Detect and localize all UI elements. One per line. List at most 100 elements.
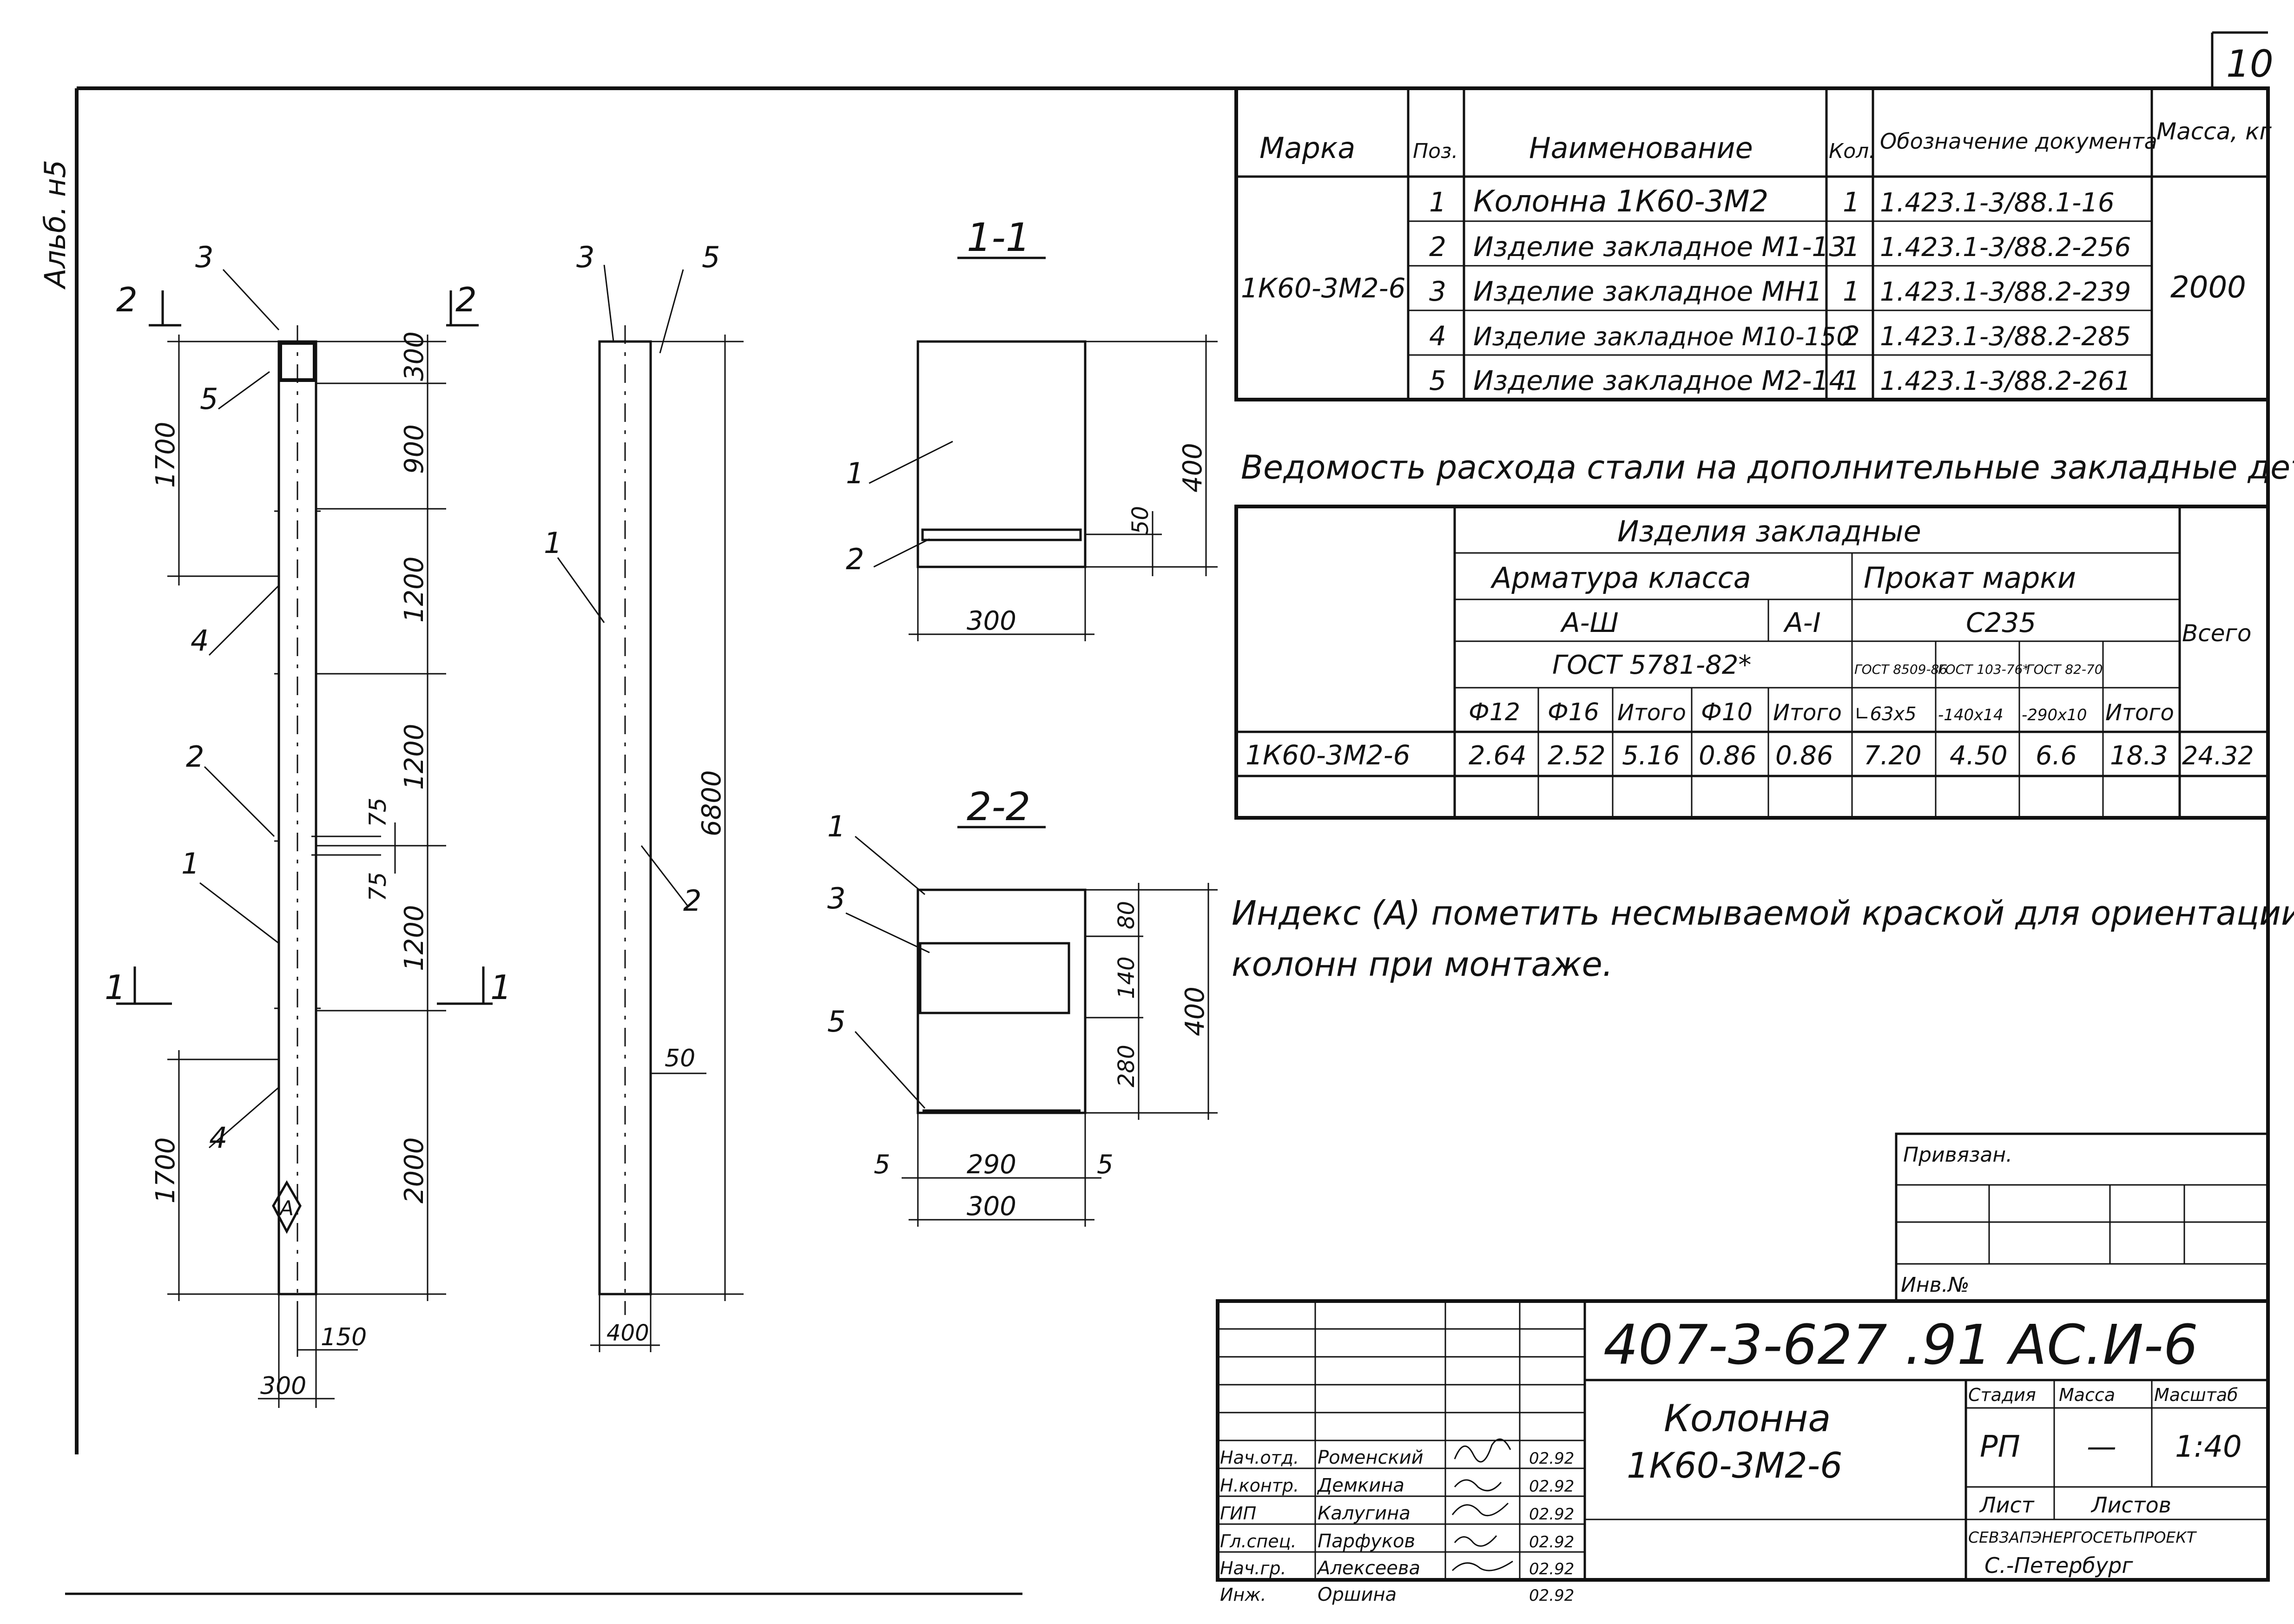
signature-5 <box>1451 1560 1513 1571</box>
spec-row-name: Изделие закладное МН1 <box>1473 276 1822 307</box>
spec-table <box>1234 86 2270 401</box>
section-1-label-left: 1 <box>105 968 126 1007</box>
dim-2000: 2000 <box>399 1137 429 1203</box>
spec-row-pos: 5 <box>1429 365 1446 396</box>
signer-date: 02.92 <box>1529 1449 1574 1468</box>
signature-1 <box>1454 1438 1511 1463</box>
side-callout-1: 1 <box>544 526 562 560</box>
signer-name: Парфуков <box>1318 1531 1415 1552</box>
drawing-title-line-1: Колонна <box>1664 1397 1831 1440</box>
signer-date: 02.92 <box>1529 1586 1574 1605</box>
steel-col-header: Итого <box>1617 700 1686 726</box>
signature-2 <box>1454 1479 1502 1492</box>
binding-block <box>1895 1132 2269 1302</box>
mass-value: — <box>2087 1430 2116 1464</box>
dim-width-300: 300 <box>260 1372 306 1400</box>
s22-dim-280: 280 <box>1114 1045 1140 1087</box>
steel-total-header: Всего <box>2182 620 2251 647</box>
spec-header-mark: Марка <box>1259 131 1355 165</box>
drawing-title-line-2: 1К60-3М2-6 <box>1627 1445 1843 1486</box>
section-1-1-title: 1-1 <box>967 215 1030 260</box>
spec-row-qty: 1 <box>1843 276 1860 307</box>
sheets-label: Листов <box>2090 1493 2171 1518</box>
spec-header-doc: Обозначение документа <box>1880 129 2157 154</box>
signature-3 <box>1451 1502 1509 1517</box>
dim-300-top: 300 <box>399 331 429 381</box>
s11-dim-300: 300 <box>967 606 1016 636</box>
spec-row-pos: 4 <box>1429 320 1446 352</box>
s22-callout-1: 1 <box>827 809 845 843</box>
steel-gost-1: ГОСТ 8509-86 <box>1854 662 1947 677</box>
section-2-2-title: 2-2 <box>967 784 1030 829</box>
spec-row-pos: 2 <box>1429 231 1446 263</box>
steel-value: 7.20 <box>1864 741 1922 771</box>
signer-role: ГИП <box>1220 1503 1256 1524</box>
section-2-label-left: 2 <box>116 280 138 319</box>
side-callout-5: 5 <box>702 240 720 274</box>
org-name: СЕВЗАПЭНЕРГОСЕТЬПРОЕКТ <box>1968 1528 2197 1546</box>
steel-rebar-header: Арматура класса <box>1490 561 1751 595</box>
s22-dim-5-left: 5 <box>874 1150 890 1180</box>
org-city: С.-Петербург <box>1984 1553 2133 1578</box>
column-front-view <box>116 269 493 1408</box>
spec-row-doc: 1.423.1-3/88.1-16 <box>1880 188 2115 218</box>
steel-col-header: ∟63х5 <box>1854 704 1917 725</box>
signer-date: 02.92 <box>1529 1560 1574 1578</box>
steel-row-values: 2.64 2.52 5.16 0.86 0.86 7.20 4.50 6.6 1… <box>1469 741 2254 771</box>
signer-role: Инж. <box>1220 1585 1266 1605</box>
spec-row-pos: 1 <box>1429 186 1446 218</box>
spec-mark: 1К60-3М2-6 <box>1241 272 1406 304</box>
signer-role: Нач.отд. <box>1220 1447 1299 1468</box>
title-block <box>1216 1299 2270 1582</box>
s11-callout-1: 1 <box>846 456 864 490</box>
note-line-2: колонн при монтаже. <box>1232 945 1613 984</box>
dim-1200-b: 1200 <box>399 723 429 790</box>
steel-value: 4.50 <box>1950 741 2008 771</box>
spec-row-qty: 1 <box>1843 231 1860 263</box>
steel-value: 2.64 <box>1469 741 1527 771</box>
dim-half-150: 150 <box>321 1323 367 1351</box>
note-line-1: Индекс (А) пометить несмываемой краской … <box>1232 894 2294 933</box>
steel-value: 0.86 <box>1699 741 1757 771</box>
steel-col-header: Итого <box>1773 700 1842 726</box>
section-2-2 <box>845 826 1218 1227</box>
side-callout-2: 2 <box>683 884 701 918</box>
steel-group-header: Изделия закладные <box>1617 514 1921 548</box>
steel-col-header: Ф16 <box>1548 698 1599 726</box>
steel-col-headers: Ф12 Ф16 Итого Ф10 Итого ∟63х5 -140х14 -2… <box>1469 698 2174 726</box>
mass-header: Масса <box>2059 1385 2115 1405</box>
steel-rolled-header: Прокат марки <box>1864 561 2076 595</box>
dim-75-a: 75 <box>364 797 391 827</box>
s22-callout-5: 5 <box>827 1005 845 1039</box>
side-dim-400: 400 <box>606 1320 649 1346</box>
steel-gost-3: ГОСТ 82-70 <box>2026 662 2103 677</box>
signer-role: Н.контр. <box>1220 1475 1299 1496</box>
callout-2: 2 <box>186 740 204 774</box>
callout-5: 5 <box>200 382 218 416</box>
s22-dim-80: 80 <box>1114 901 1140 929</box>
steel-gost-2: ГОСТ 103-76* <box>1938 662 2029 677</box>
steel-total-value: 24.32 <box>2182 741 2254 770</box>
dim-1700-bottom: 1700 <box>151 1137 181 1203</box>
s22-dim-140: 140 <box>1114 956 1140 999</box>
steel-value: 5.16 <box>1622 741 1680 771</box>
spec-rows: 1 Колонна 1К60-3М2 1 1.423.1-3/88.1-16 2… <box>1429 184 2131 396</box>
spec-header-pos: Поз. <box>1413 139 1458 163</box>
inv-label: Инв.№ <box>1901 1273 1969 1297</box>
marker-a: А <box>278 1197 294 1220</box>
dim-1200-a: 1200 <box>399 556 429 623</box>
signers: Нач.отд. Роменский 02.92 Н.контр. Демкин… <box>1220 1447 1574 1605</box>
dim-900: 900 <box>399 424 429 474</box>
callout-4-upper: 4 <box>191 624 209 657</box>
steel-value: 18.3 <box>2110 741 2168 771</box>
spec-mass: 2000 <box>2170 270 2246 305</box>
signer-role: Нач.гр. <box>1220 1558 1286 1578</box>
s11-callout-2: 2 <box>846 542 864 576</box>
steel-gost-rebar: ГОСТ 5781-82* <box>1552 650 1751 680</box>
sheet-label: Лист <box>1979 1493 2035 1518</box>
section-1-label-right: 1 <box>490 968 512 1007</box>
dim-75-b: 75 <box>364 872 391 901</box>
s11-dim-400: 400 <box>1178 443 1208 493</box>
spec-row-pos: 3 <box>1429 276 1446 307</box>
